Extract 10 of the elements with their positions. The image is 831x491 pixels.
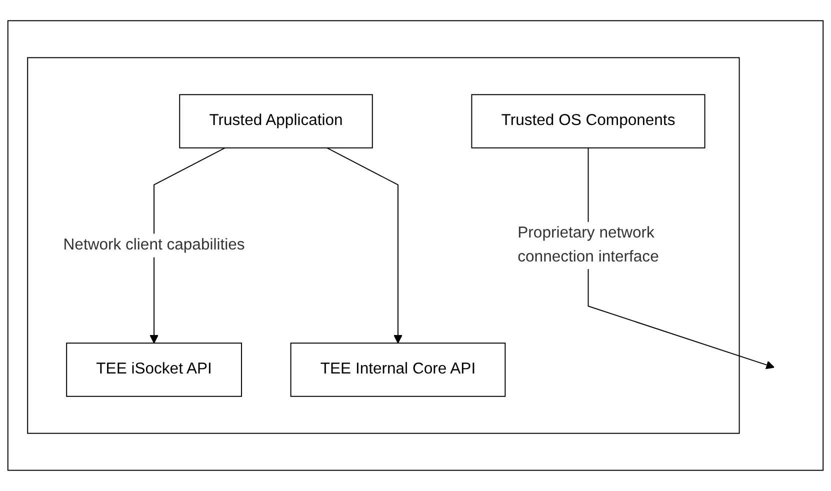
node-box: TEE Internal Core API <box>290 342 506 397</box>
cluster <box>7 20 824 471</box>
arrow <box>150 147 226 344</box>
node-box: TEE iSocket API <box>66 342 242 397</box>
cluster <box>27 57 740 434</box>
node-box: Trusted OS Components <box>471 94 706 148</box>
edge-label: Proprietary network connection interface <box>518 224 659 266</box>
arrow <box>326 147 402 344</box>
edge-label: Network client capabilities <box>63 236 245 254</box>
node-box: Trusted Application <box>179 94 373 148</box>
